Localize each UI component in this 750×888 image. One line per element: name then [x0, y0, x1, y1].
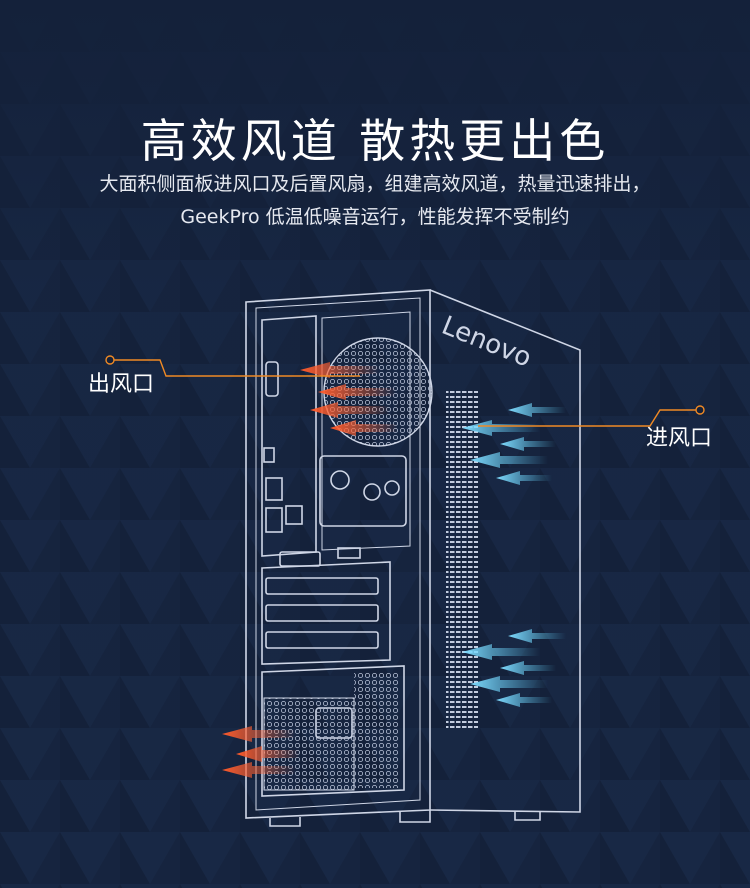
side-vent — [446, 388, 478, 728]
description-line-2: GeekPro 低温低噪音运行，性能发挥不受制约 — [180, 206, 570, 228]
outlet-label: 出风口 — [88, 372, 155, 397]
outlet-callout-line — [105, 355, 360, 377]
brand-logo: Lenovo — [437, 311, 535, 374]
outlet-arrows — [222, 362, 398, 778]
inlet-label: 进风口 — [646, 426, 713, 451]
psu-side-grille — [354, 672, 400, 788]
psu-fan-grille — [263, 697, 355, 791]
page-title: 高效风道 散热更出色 — [140, 113, 610, 168]
inlet-callout-line — [478, 405, 705, 427]
description-line-1: 大面积侧面板进风口及后置风扇，组建高效风道，热量迅速排出， — [99, 173, 651, 195]
case-outline — [245, 289, 581, 827]
inlet-arrows — [462, 403, 566, 707]
page-description: 大面积侧面板进风口及后置风扇，组建高效风道，热量迅速排出， GeekPro 低温… — [20, 168, 730, 234]
